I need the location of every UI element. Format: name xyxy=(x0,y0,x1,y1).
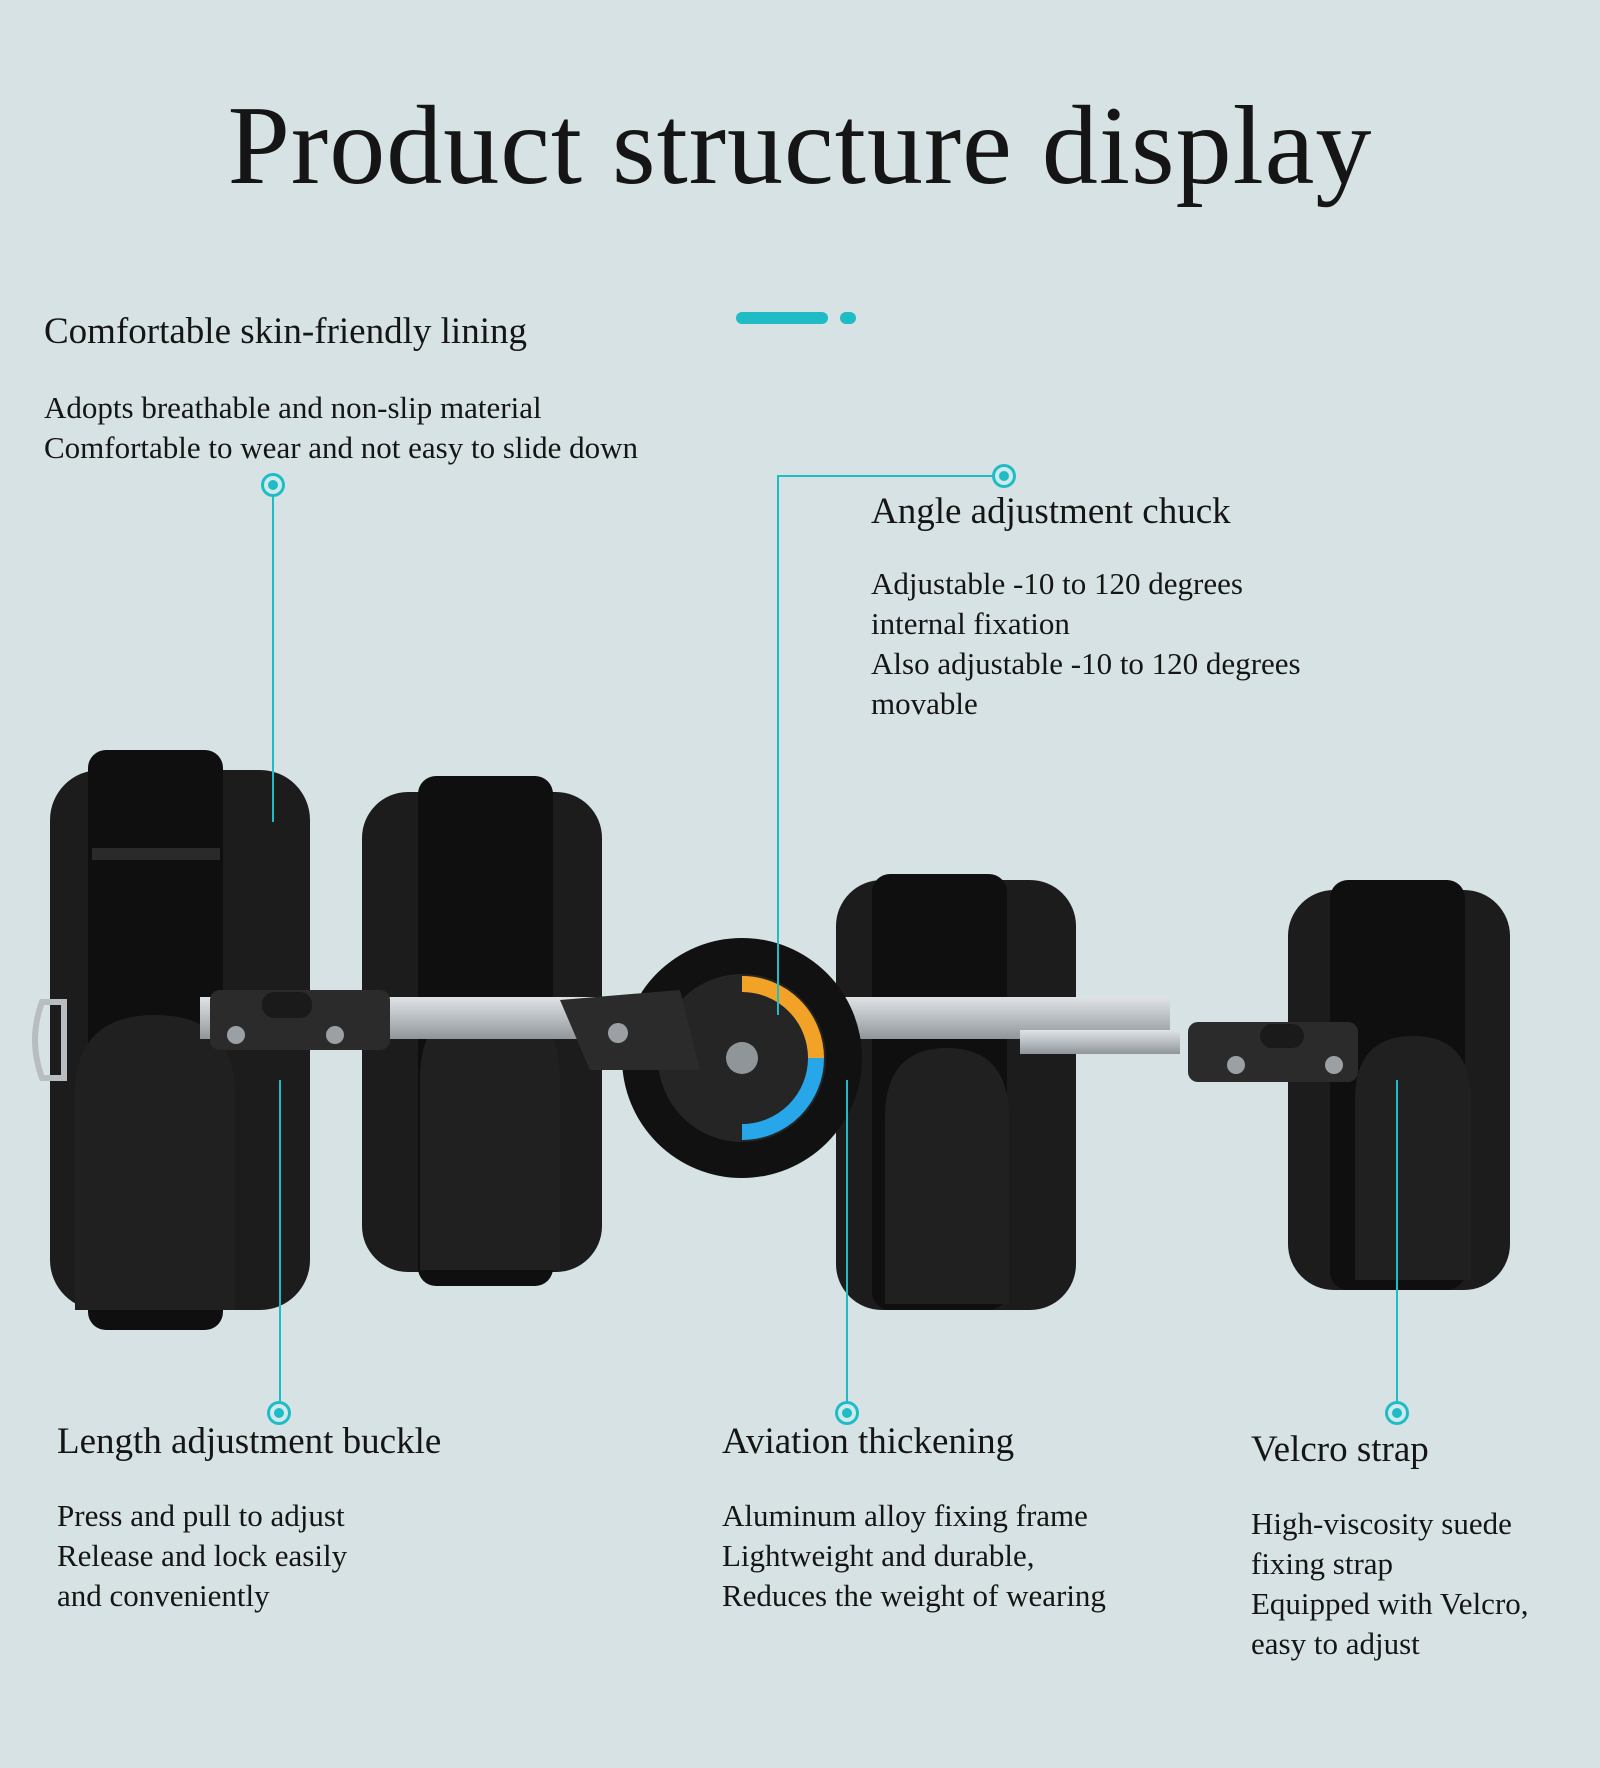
feature-velcro-line-3: Equipped with Velcro, xyxy=(1251,1586,1529,1622)
leader-line-aviation xyxy=(846,1080,848,1407)
feature-chuck-line-4: movable xyxy=(871,686,978,722)
feature-chuck-line-2: internal fixation xyxy=(871,606,1070,642)
feature-aviation: Aviation thickening Aluminum alloy fixin… xyxy=(722,1420,1106,1616)
page-title: Product structure display xyxy=(227,84,1373,208)
feature-chuck-line-1: Adjustable -10 to 120 degrees xyxy=(871,566,1243,602)
feature-lining: Comfortable skin-friendly lining Adopts … xyxy=(44,310,638,468)
feature-buckle: Length adjustment buckle Press and pull … xyxy=(57,1420,441,1616)
feature-aviation-line-1: Aluminum alloy fixing frame xyxy=(722,1498,1088,1534)
pad-3 xyxy=(836,874,1076,1310)
feature-lining-line-1: Adopts breathable and non-slip material xyxy=(44,390,542,426)
dot-buckle xyxy=(270,1404,288,1422)
feature-buckle-line-1: Press and pull to adjust xyxy=(57,1498,345,1534)
feature-aviation-desc: Aluminum alloy fixing frame Lightweight … xyxy=(722,1496,1106,1616)
feature-chuck-desc: Adjustable -10 to 120 degrees internal f… xyxy=(871,564,1301,724)
feature-velcro: Velcro strap High-viscosity suede fixing… xyxy=(1251,1428,1529,1664)
leader-line-lining xyxy=(272,492,274,822)
right-buckle xyxy=(1188,1022,1358,1082)
feature-velcro-line-2: fixing strap xyxy=(1251,1546,1394,1582)
d-ring xyxy=(32,999,67,1081)
angle-adjustment-hinge xyxy=(560,938,862,1178)
feature-buckle-line-2: Release and lock easily xyxy=(57,1538,348,1574)
feature-lining-desc: Adopts breathable and non-slip material … xyxy=(44,388,638,468)
length-adjustment-buckle xyxy=(210,990,390,1050)
leader-line-buckle xyxy=(279,1080,281,1407)
pad-1 xyxy=(50,750,310,1330)
feature-buckle-desc: Press and pull to adjust Release and loc… xyxy=(57,1496,441,1616)
feature-chuck: Angle adjustment chuck Adjustable -10 to… xyxy=(871,490,1301,724)
feature-velcro-desc: High-viscosity suede fixing strap Equipp… xyxy=(1251,1504,1529,1664)
feature-aviation-line-2: Lightweight and durable, xyxy=(722,1538,1035,1574)
dot-velcro xyxy=(1388,1404,1406,1422)
feature-aviation-line-3: Reduces the weight of wearing xyxy=(722,1578,1106,1614)
feature-lining-line-2: Comfortable to wear and not easy to slid… xyxy=(44,430,639,466)
leader-line-chuck-h xyxy=(777,475,1003,477)
feature-buckle-line-3: and conveniently xyxy=(57,1578,270,1614)
leader-line-velcro xyxy=(1396,1080,1398,1407)
feature-velcro-line-4: easy to adjust xyxy=(1251,1626,1420,1662)
feature-aviation-heading: Aviation thickening xyxy=(722,1421,1015,1462)
dot-lining xyxy=(264,476,282,494)
knee-brace-illustration xyxy=(32,750,1510,1330)
accent-bar-long xyxy=(736,312,828,324)
feature-lining-heading: Comfortable skin-friendly lining xyxy=(44,311,527,352)
pad-4 xyxy=(1288,880,1510,1290)
feature-velcro-heading: Velcro strap xyxy=(1251,1429,1429,1470)
feature-chuck-line-3: Also adjustable -10 to 120 degrees xyxy=(871,646,1301,682)
dot-chuck xyxy=(995,467,1013,485)
accent-bar-short xyxy=(840,312,856,324)
feature-buckle-heading: Length adjustment buckle xyxy=(57,1421,442,1462)
dot-aviation xyxy=(838,1404,856,1422)
feature-velcro-line-1: High-viscosity suede xyxy=(1251,1506,1512,1542)
leader-line-chuck-v xyxy=(777,475,779,1015)
feature-chuck-heading: Angle adjustment chuck xyxy=(871,491,1231,532)
